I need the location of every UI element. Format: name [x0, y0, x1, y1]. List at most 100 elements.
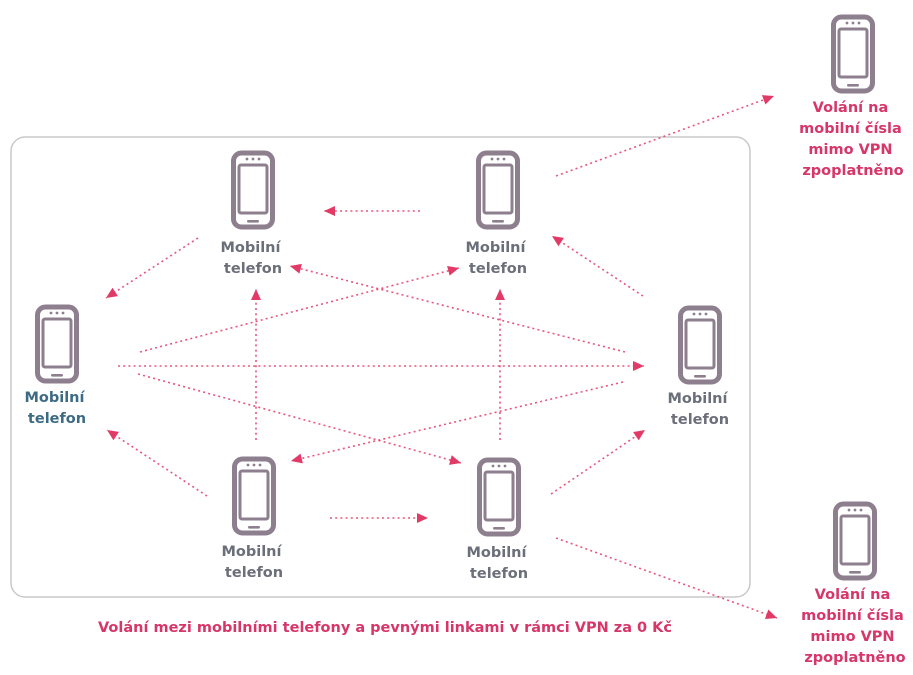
arrowhead-icon [447, 265, 459, 276]
phone-speaker-dot [847, 508, 851, 512]
phone-body [476, 150, 520, 230]
arrowhead-icon [633, 430, 645, 441]
phone-home-bar [849, 571, 861, 574]
arrowhead-icon [417, 513, 428, 523]
phone-speaker-dot [245, 157, 249, 161]
phone-node-outside-bottom: Volání na mobilní čísla mimo VPN zpoplat… [801, 501, 909, 666]
phone-speaker-dot [258, 463, 262, 467]
arrowhead-icon [106, 287, 118, 298]
phone-home-bar [493, 527, 505, 530]
arrowhead-icon [552, 236, 564, 247]
phone-speaker-dot [857, 21, 861, 25]
phone-speaker-dot [503, 464, 507, 468]
phone-body [231, 150, 275, 230]
phone-screen [839, 514, 871, 566]
arrowhead-icon [633, 361, 644, 371]
phone-home-bar [51, 374, 63, 377]
call-connector-top-left-to-mid-left [105, 237, 199, 299]
arrowhead-icon [324, 206, 335, 216]
arrowhead-icon [495, 289, 505, 300]
phone-speaker-dot [853, 508, 857, 512]
phone-label-bottom-left: Mobilní telefon [221, 544, 286, 581]
phone-speaker-dot [497, 464, 501, 468]
diagram-caption: Volání mezi mobilními telefony a pevnými… [98, 620, 672, 636]
phone-home-bar [847, 84, 859, 87]
phone-node-outside-top: Volání na mobilní čísla mimo VPN zpoplat… [799, 14, 907, 179]
phone-label-mid-right: Mobilní telefon [667, 391, 732, 428]
call-connector-mid-left-to-top-right [139, 267, 460, 353]
phone-label-mid-left: Mobilní telefon [24, 390, 89, 427]
phone-speaker-dot [246, 463, 250, 467]
smartphone-icon [35, 304, 79, 384]
vpn-boundary-frame [10, 136, 751, 598]
phone-label-outside-bottom: Volání na mobilní čísla mimo VPN zpoplat… [801, 587, 909, 666]
call-connector-bottom-right-to-outside-bottom [555, 537, 778, 619]
phone-body [35, 304, 79, 384]
arrowhead-icon [449, 455, 461, 465]
phone-home-bar [694, 375, 706, 378]
phone-label-top-right: Mobilní telefon [465, 240, 530, 277]
phone-home-bar [247, 220, 259, 223]
phone-speaker-dot [61, 311, 65, 315]
phone-label-outside-top: Volání na mobilní čísla mimo VPN zpoplat… [799, 100, 907, 179]
arrowhead-icon [107, 430, 119, 441]
call-connector-mid-right-to-bottom-left [290, 381, 624, 462]
phone-node-mid-left: Mobilní telefon [24, 304, 89, 427]
phone-speaker-dot [49, 311, 53, 315]
phone-label-top-left: Mobilní telefon [220, 240, 285, 277]
phone-node-bottom-left: Mobilní telefon [221, 456, 286, 581]
arrowhead-icon [761, 95, 774, 105]
phone-label-bottom-right: Mobilní telefon [466, 545, 531, 582]
phone-home-bar [248, 526, 260, 529]
smartphone-icon [477, 457, 521, 537]
phone-node-top-left: Mobilní telefon [220, 150, 285, 277]
phone-speaker-dot [252, 463, 256, 467]
smartphone-icon [831, 14, 875, 94]
phone-body [678, 305, 722, 385]
arrowhead-icon [291, 453, 303, 464]
call-connector-top-right-to-outside-top [555, 95, 775, 177]
phone-speaker-dot [704, 312, 708, 316]
phone-node-top-right: Mobilní telefon [465, 150, 530, 277]
phone-speaker-dot [698, 312, 702, 316]
phone-speaker-dot [257, 157, 261, 161]
arrowhead-icon [290, 263, 302, 274]
call-connector-mid-right-to-top-left [289, 265, 626, 353]
smartphone-icon [678, 305, 722, 385]
arrowhead-icon [251, 289, 261, 300]
phone-node-mid-right: Mobilní telefon [667, 305, 732, 428]
phone-body [831, 14, 875, 94]
phone-speaker-dot [496, 157, 500, 161]
phone-screen [238, 469, 270, 521]
call-connectors [105, 95, 778, 619]
call-connector-mid-left-to-bottom-right [137, 373, 462, 464]
phone-screen [684, 318, 716, 370]
phone-node-bottom-right: Mobilní telefon [466, 457, 531, 582]
phone-screen [482, 163, 514, 215]
phone-screen [41, 317, 73, 369]
phone-speaker-dot [502, 157, 506, 161]
phone-speaker-dot [251, 157, 255, 161]
smartphone-icon [833, 501, 877, 581]
smartphone-icon [232, 456, 276, 536]
arrowhead-icon [764, 609, 777, 619]
phone-speaker-dot [692, 312, 696, 316]
phone-screen [837, 27, 869, 79]
phone-speaker-dot [491, 464, 495, 468]
phone-speaker-dot [859, 508, 863, 512]
phone-home-bar [492, 220, 504, 223]
smartphone-icon [231, 150, 275, 230]
phone-screen [483, 470, 515, 522]
phone-speaker-dot [55, 311, 59, 315]
call-connector-bottom-left-to-mid-left [106, 429, 208, 497]
phone-speaker-dot [490, 157, 494, 161]
phone-screen [237, 163, 269, 215]
phone-speaker-dot [851, 21, 855, 25]
phone-body [232, 456, 276, 536]
phone-body [833, 501, 877, 581]
call-connector-bottom-right-to-mid-right [550, 429, 646, 495]
call-connector-mid-right-to-top-right [551, 235, 644, 297]
smartphone-icon [476, 150, 520, 230]
phone-body [477, 457, 521, 537]
